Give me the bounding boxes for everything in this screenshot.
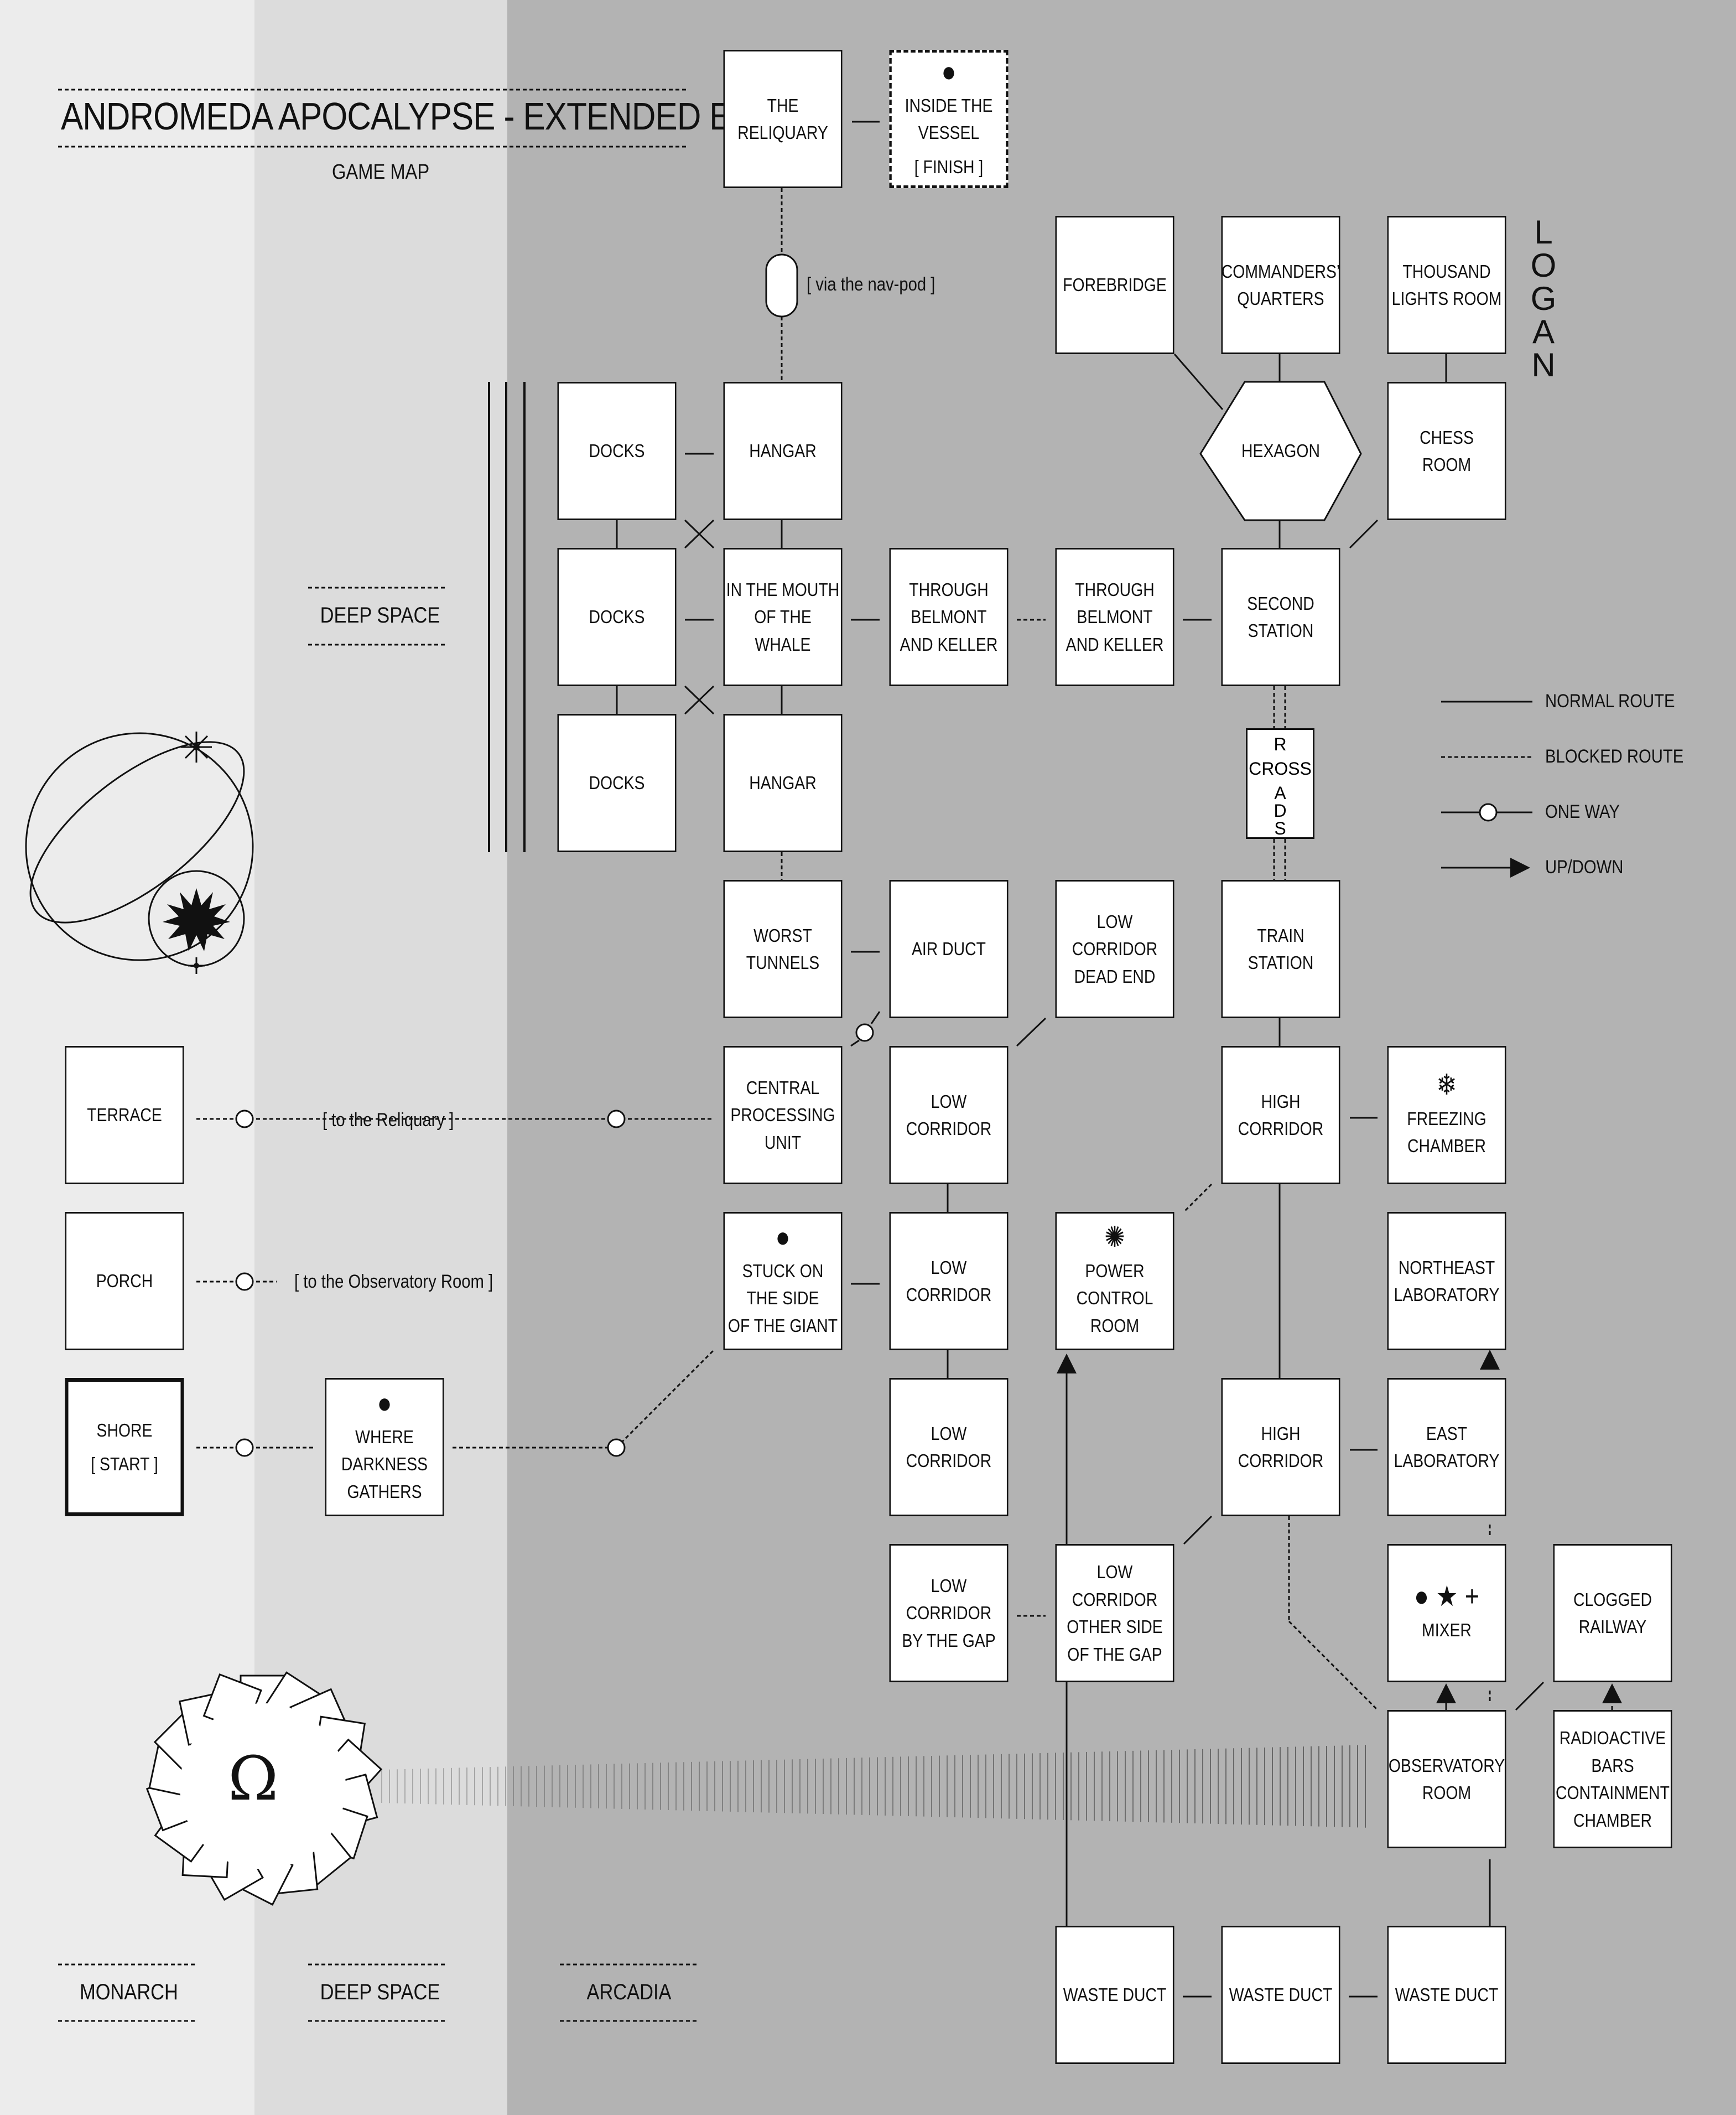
- logan-letter: A: [1532, 313, 1555, 350]
- room-waste-duct-1[interactable]: WASTE DUCT: [1055, 1926, 1174, 2064]
- one-way-node-terrace-a: [235, 1110, 254, 1128]
- room-high-corridor-2[interactable]: HIGH CORRIDOR: [1221, 1378, 1340, 1516]
- room-power-control[interactable]: ✺ POWER CONTROL ROOM: [1055, 1212, 1174, 1350]
- room-mixer[interactable]: ● ★ + MIXER: [1387, 1544, 1506, 1682]
- room-waste-duct-3[interactable]: WASTE DUCT: [1387, 1926, 1506, 2064]
- room-stuck-giant[interactable]: ● STUCK ON THE SIDE OF THE GIANT: [723, 1212, 843, 1350]
- legend-oneway-label: ONE WAY: [1545, 801, 1620, 822]
- room-belmont-keller-1[interactable]: THROUGH BELMONT AND KELLER: [889, 548, 1009, 686]
- one-way-node-air-duct: [855, 1023, 874, 1042]
- room-thousand-lights[interactable]: THOUSAND LIGHTS ROOM: [1387, 216, 1506, 354]
- room-hangar-2[interactable]: HANGAR: [723, 714, 843, 852]
- logan-letter: L: [1534, 214, 1553, 251]
- room-where-darkness[interactable]: ● WHERE DARKNESS GATHERS: [325, 1378, 444, 1516]
- orb-icon: ●: [775, 1221, 791, 1253]
- room-porch[interactable]: PORCH: [65, 1212, 184, 1350]
- room-clogged-railway[interactable]: CLOGGED RAILWAY: [1553, 1544, 1672, 1682]
- omega-seal-icon: [145, 1671, 383, 1906]
- star-burst-icon: [163, 888, 230, 951]
- room-freezing-chamber[interactable]: ❄ FREEZING CHAMBER: [1387, 1046, 1506, 1184]
- omega-symbol-icon: Ω: [228, 1743, 279, 1814]
- room-hexagon[interactable]: HEXAGON: [1241, 440, 1320, 461]
- room-shore[interactable]: SHORE [ START ]: [65, 1378, 184, 1516]
- room-second-station[interactable]: SECOND STATION: [1221, 548, 1340, 686]
- room-belmont-keller-2[interactable]: THROUGH BELMONT AND KELLER: [1055, 548, 1174, 686]
- crossroads-letter: D: [1274, 801, 1287, 821]
- room-observatory[interactable]: OBSERVATORY ROOM: [1387, 1710, 1506, 1848]
- room-radioactive-bars[interactable]: RADIOACTIVE BARS CONTAINMENT CHAMBER: [1553, 1710, 1672, 1848]
- sunburst-icon: ✺: [1104, 1221, 1125, 1253]
- room-hangar-1[interactable]: HANGAR: [723, 382, 843, 520]
- crossroads-letter: A: [1274, 783, 1286, 803]
- legend-updown-label: UP/DOWN: [1545, 857, 1624, 878]
- room-low-corridor-1[interactable]: LOW CORRIDOR: [889, 1046, 1009, 1184]
- room-worst-tunnels[interactable]: WORST TUNNELS: [723, 880, 843, 1018]
- room-high-corridor-1[interactable]: HIGH CORRIDOR: [1221, 1046, 1340, 1184]
- room-waste-duct-2[interactable]: WASTE DUCT: [1221, 1926, 1340, 2064]
- planet-icon: [25, 732, 254, 961]
- room-chess[interactable]: CHESS ROOM: [1387, 382, 1506, 520]
- page-title: ANDROMEDA APOCALYPSE - EXTENDED EDITION: [61, 95, 841, 138]
- room-docks-1[interactable]: DOCKS: [557, 382, 677, 520]
- room-inside-vessel[interactable]: ● INSIDE THE VESSEL [ FINISH ]: [889, 50, 1009, 188]
- arcadia-label: ARCADIA: [586, 1980, 672, 2004]
- reliquary-route-label: [ to the Reliquary ]: [323, 1110, 454, 1131]
- room-reliquary[interactable]: THE RELIQUARY: [723, 50, 843, 188]
- legend-blocked-label: BLOCKED ROUTE: [1545, 746, 1684, 767]
- room-low-corridor-3[interactable]: LOW CORRIDOR: [889, 1378, 1009, 1516]
- signal-stream-icon: [381, 1745, 1366, 1828]
- room-commanders-quarters[interactable]: COMMANDERS’ QUARTERS: [1221, 216, 1340, 354]
- observatory-route-label: [ to the Observatory Room ]: [294, 1271, 493, 1292]
- crossroads-letter: S: [1274, 818, 1286, 838]
- room-low-corridor-2[interactable]: LOW CORRIDOR: [889, 1212, 1009, 1350]
- room-cpu[interactable]: CENTRAL PROCESSING UNIT: [723, 1046, 843, 1184]
- nav-pod-route-label: [ via the nav-pod ]: [807, 274, 935, 295]
- crossroads-horizontal-label: CROSS: [1249, 759, 1312, 779]
- snowflake-icon: ❄: [1436, 1069, 1457, 1101]
- nav-pod-icon: [765, 253, 798, 318]
- logan-letter: N: [1531, 346, 1556, 383]
- deep-space-label-top: DEEP SPACE: [320, 603, 440, 628]
- room-terrace[interactable]: TERRACE: [65, 1046, 184, 1184]
- orb-icon: ●: [941, 55, 957, 88]
- mixer-symbols-icon: ● ★ +: [1413, 1580, 1480, 1613]
- room-low-corridor-other-side[interactable]: LOW CORRIDOR OTHER SIDE OF THE GAP: [1055, 1544, 1174, 1682]
- orb-icon: ●: [377, 1387, 392, 1419]
- room-low-corridor-dead-end[interactable]: LOW CORRIDOR DEAD END: [1055, 880, 1174, 1018]
- one-way-node-terrace-b: [607, 1110, 626, 1128]
- planet-orbit-icon: [29, 741, 245, 924]
- monarch-label: MONARCH: [80, 1980, 178, 2004]
- room-mouth-whale[interactable]: IN THE MOUTH OF THE WHALE: [723, 548, 843, 686]
- finish-tag: [ FINISH ]: [914, 156, 984, 177]
- room-low-corridor-gap[interactable]: LOW CORRIDOR BY THE GAP: [889, 1544, 1009, 1682]
- room-forebridge[interactable]: FOREBRIDGE: [1055, 216, 1174, 354]
- room-train-station[interactable]: TRAIN STATION: [1221, 880, 1340, 1018]
- one-way-node-shore: [235, 1438, 254, 1457]
- room-east-lab[interactable]: EAST LABORATORY: [1387, 1378, 1506, 1516]
- hexagon-room-shape: [1199, 381, 1362, 521]
- page-subtitle: GAME MAP: [332, 160, 430, 184]
- logan-letter: O: [1530, 247, 1557, 284]
- deep-space-label-bottom: DEEP SPACE: [320, 1980, 440, 2004]
- logan-letter: G: [1530, 280, 1557, 317]
- room-docks-3[interactable]: DOCKS: [557, 714, 677, 852]
- one-way-node-darkness: [607, 1438, 626, 1457]
- one-way-node-porch: [235, 1272, 254, 1291]
- legend-oneway-node: [1479, 803, 1498, 822]
- room-air-duct[interactable]: AIR DUCT: [889, 880, 1009, 1018]
- legend-normal-label: NORMAL ROUTE: [1545, 691, 1675, 712]
- start-tag: [ START ]: [91, 1454, 158, 1474]
- room-northeast-lab[interactable]: NORTHEAST LABORATORY: [1387, 1212, 1506, 1350]
- room-docks-2[interactable]: DOCKS: [557, 548, 677, 686]
- crossroads-letter: R: [1274, 734, 1287, 754]
